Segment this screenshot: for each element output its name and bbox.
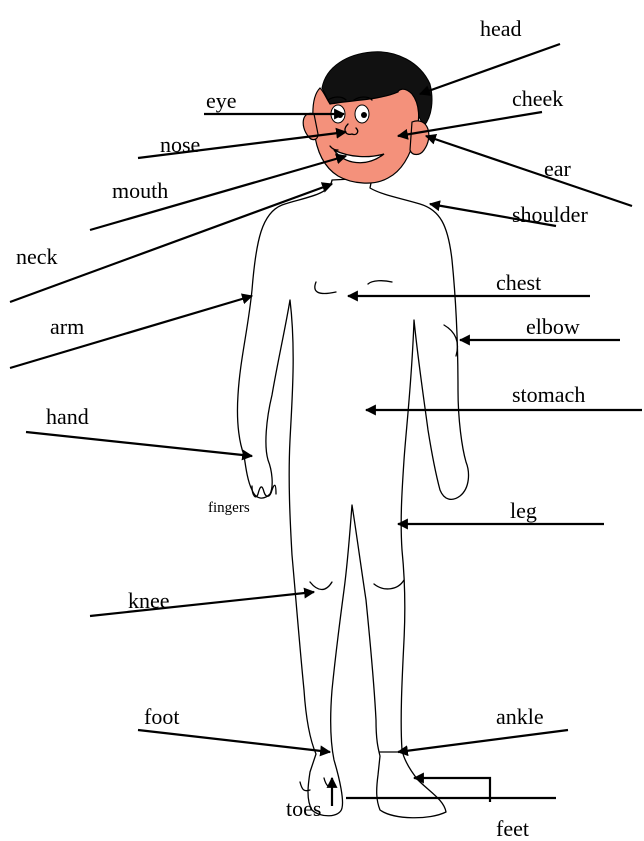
label-foot: foot [144, 704, 179, 729]
arm-pointer [10, 296, 252, 368]
ear-pointer [426, 136, 632, 206]
label-ear: ear [544, 156, 572, 181]
label-ankle: ankle [496, 704, 544, 729]
label-stomach: stomach [512, 382, 585, 407]
label-feet: feet [496, 816, 529, 841]
ear-right [410, 121, 429, 155]
label-chest: chest [496, 270, 541, 295]
pupil-right [361, 112, 367, 118]
label-nose: nose [160, 132, 200, 157]
body-figure [237, 178, 468, 818]
label-neck: neck [16, 244, 58, 269]
label-knee: knee [128, 588, 170, 613]
label-head: head [480, 16, 522, 41]
label-cheek: cheek [512, 86, 563, 111]
label-elbow: elbow [526, 314, 580, 339]
knee-pointer [90, 592, 314, 616]
torso-outline [237, 178, 468, 818]
label-shoulder: shoulder [512, 202, 588, 227]
label-arm: arm [50, 314, 84, 339]
label-mouth: mouth [112, 178, 168, 203]
label-hand: hand [46, 404, 89, 429]
label-toes: toes [286, 796, 321, 821]
ankle-pointer [398, 730, 568, 752]
label-leg: leg [510, 498, 537, 523]
label-eye: eye [206, 88, 237, 113]
hand-pointer [26, 432, 252, 456]
label-fingers: fingers [208, 500, 250, 516]
foot-pointer [138, 730, 330, 752]
